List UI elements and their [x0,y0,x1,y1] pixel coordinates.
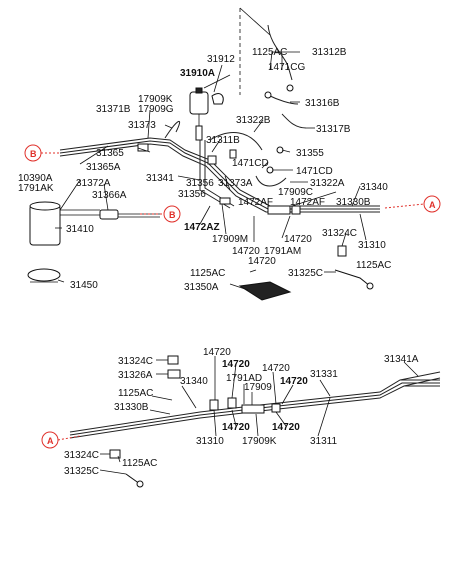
part-label: 17909 [244,382,272,393]
part-label: 31324C [64,450,99,461]
part-label: 31373A [218,178,253,189]
part-label: 14720 [262,363,290,374]
part-label: 1125AC [190,268,225,279]
reference-marker-b-right: B [140,205,181,223]
part-label: 31450 [70,280,98,291]
part-label: 1125AC [356,260,391,271]
svg-text:B: B [30,149,37,159]
part-label: 31330B [336,197,371,208]
part-label: 1471CG [268,62,305,73]
part-label: 14720 [222,359,250,370]
part-label: 31365A [86,162,121,173]
part-label: 31310 [196,436,224,447]
svg-text:A: A [429,200,436,210]
part-label: 31324C [118,356,153,367]
part-labels: 31312B 1125AC 31912 1471CG 31910A 17909K… [18,47,419,477]
part-label: 31355 [296,148,324,159]
part-label: 1472AZ [184,222,220,233]
part-label: 1791AM [264,246,301,257]
part-label: 31324C [322,228,357,239]
part-label: 14720 [280,376,308,387]
part-label: 31330B [114,402,149,413]
reference-marker-b-left: B [24,144,60,162]
part-label: 17909K [242,436,277,447]
part-label: 1125AC [122,458,157,469]
part-label: 31312B [312,47,347,58]
part-label: 17909C [278,187,313,198]
part-label: 17909M [212,234,248,245]
part-label: 31340 [180,376,208,387]
part-label: 31356 [178,189,206,200]
part-label: 31410 [66,224,94,235]
part-label: 31331 [310,369,338,380]
part-label: 1472AF [290,197,325,208]
part-label: 14720 [248,256,276,267]
part-label: 1471CD [232,158,269,169]
part-label: 10390A [18,173,53,184]
part-label: 31322B [236,115,271,126]
part-label: 14720 [203,347,231,358]
part-label: 17909K [138,94,173,105]
part-label: 31372A [76,178,111,189]
part-label: 31366A [92,190,127,201]
part-label: 14720 [222,422,250,433]
part-label: 31373 [128,120,156,131]
part-label: 14720 [284,234,312,245]
part-label: 31340 [360,182,388,193]
part-label: 17909G [138,104,174,115]
part-label: 31325C [64,466,99,477]
reference-marker-a-bottom: A [41,431,81,449]
part-label: 31371B [96,104,131,115]
part-label: 31325C [288,268,323,279]
part-label: 31910A [180,68,215,79]
part-label: 31316B [305,98,340,109]
part-label: 1791AD [226,373,262,384]
part-label: 31310 [358,240,386,251]
part-label: 31356 [186,178,214,189]
leader-lines [55,51,419,475]
part-label: 31341 [146,173,174,184]
part-label: 1791AK [18,183,54,194]
part-label: 31311 [310,436,338,447]
part-label: 31912 [207,54,235,65]
part-label: 31350A [184,282,219,293]
reference-marker-a-top: A [384,195,441,213]
svg-text:A: A [47,436,54,446]
part-label: 1125AC [118,388,153,399]
part-label: 31311B [206,135,240,146]
upper-assembly: B B A [24,7,441,301]
part-label: 1471CD [296,166,333,177]
svg-text:B: B [169,210,176,220]
part-label: 31341A [384,354,419,365]
lower-assembly: A [41,355,441,488]
part-label: 14720 [232,246,260,257]
part-label: 31365 [96,148,124,159]
part-label: 1472AF [238,197,273,208]
part-label: 14720 [272,422,300,433]
part-label: 31317B [316,124,351,135]
part-label: 1125AC [252,47,287,58]
part-label: 31326A [118,370,153,381]
part-label: 31322A [310,178,345,189]
